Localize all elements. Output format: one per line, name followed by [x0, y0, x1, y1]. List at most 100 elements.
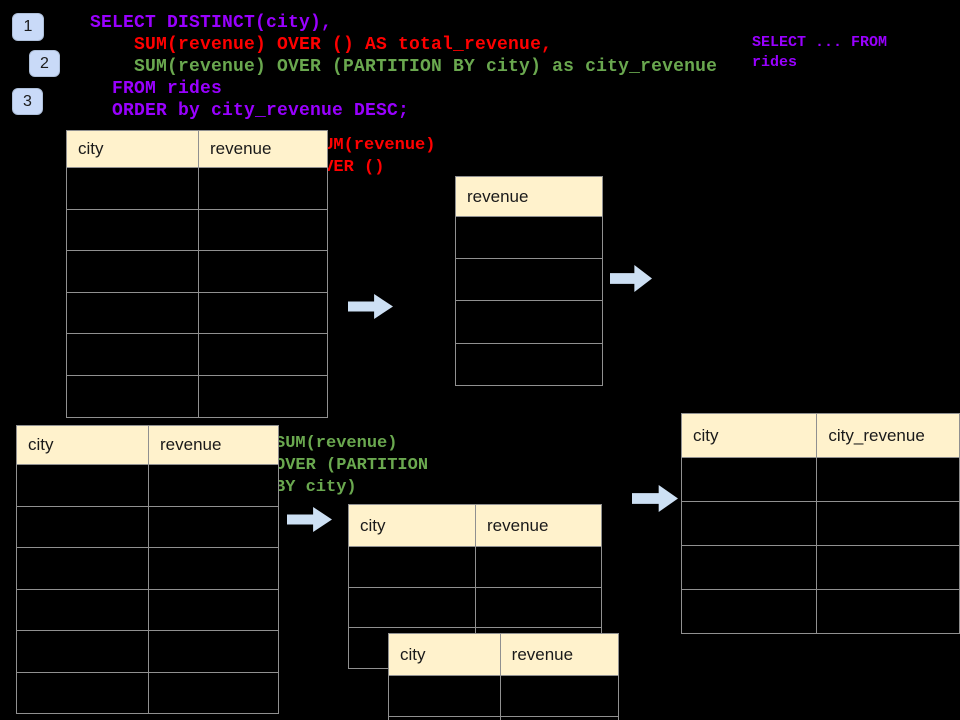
table-cell-empty — [66, 208, 199, 252]
table-cell-empty — [16, 588, 149, 631]
sql-line-from: FROM rides — [112, 79, 223, 99]
table-row — [16, 630, 279, 673]
table-cell-empty — [16, 630, 149, 673]
table-cell-empty — [148, 588, 279, 631]
table-row — [16, 505, 279, 548]
table-cell-empty — [148, 505, 279, 548]
table-cell-empty — [148, 464, 279, 507]
table-row — [348, 546, 602, 588]
table-cell-empty — [16, 464, 149, 507]
column-header-city: city — [66, 130, 199, 168]
table-cell-empty — [388, 716, 501, 720]
table-cell-empty — [455, 258, 603, 302]
table-cell-empty — [16, 505, 149, 548]
table-row — [680, 545, 960, 590]
table-cell-empty — [475, 546, 602, 588]
column-header-city: city — [16, 425, 149, 465]
column-header-city_revenue: city_revenue — [816, 413, 960, 458]
column-header-revenue: revenue — [499, 633, 619, 676]
table-cell-empty — [66, 374, 199, 418]
table-cell-empty — [455, 342, 603, 386]
table-cell-empty — [16, 547, 149, 590]
table-row — [680, 501, 960, 546]
table-cell-empty — [198, 374, 328, 418]
table-row — [16, 547, 279, 590]
table-row — [66, 333, 328, 376]
table-row — [66, 167, 328, 210]
table-cell-empty — [680, 501, 818, 546]
step-badge-2: 2 — [29, 50, 60, 77]
table-cell-empty — [148, 547, 279, 590]
table-row — [455, 258, 603, 302]
table-cell-empty — [66, 291, 199, 335]
table-cell-empty — [816, 501, 960, 546]
table-cell-empty — [816, 589, 960, 634]
table-row — [16, 464, 279, 507]
table-cell-empty — [66, 250, 199, 293]
table-cell-empty — [66, 167, 199, 210]
table-row — [16, 588, 279, 631]
column-header-revenue: revenue — [198, 130, 328, 168]
arrow-right-icon — [287, 507, 332, 532]
table-cell-empty — [499, 675, 619, 717]
column-header-revenue: revenue — [148, 425, 279, 465]
table-row — [388, 716, 619, 720]
table-total-revenue-result: revenue — [455, 176, 603, 386]
table-cell-empty — [66, 333, 199, 376]
table-cell-empty — [198, 333, 328, 376]
table-cell-empty — [680, 589, 818, 634]
table-cell-empty — [198, 208, 328, 252]
table-row — [66, 208, 328, 252]
table-cell-empty — [348, 546, 476, 588]
step-badge-1: 1 — [12, 13, 44, 41]
table-row — [680, 457, 960, 502]
table-cell-empty — [680, 457, 818, 502]
table-row — [455, 300, 603, 344]
table-cell-empty — [16, 671, 149, 714]
sql-line-order-by: ORDER by city_revenue DESC; — [112, 101, 410, 121]
table-row — [680, 589, 960, 634]
table-cell-empty — [388, 675, 501, 717]
sql-line-city-revenue: SUM(revenue) OVER (PARTITION BY city) as… — [134, 57, 718, 77]
table-cell-empty — [455, 300, 603, 344]
table-cell-empty — [198, 250, 328, 293]
table-row — [66, 374, 328, 418]
sql-line-select: SELECT DISTINCT(city), — [90, 13, 333, 33]
table-cell-empty — [816, 457, 960, 502]
table-row — [16, 671, 279, 714]
table-cell-empty — [148, 630, 279, 673]
table-row — [455, 342, 603, 386]
table-cell-empty — [499, 716, 619, 720]
sql-line-total-revenue: SUM(revenue) OVER () AS total_revenue, — [134, 35, 553, 55]
table-cell-empty — [148, 671, 279, 714]
arrow-right-icon — [632, 485, 678, 512]
step-badge-3: 3 — [12, 88, 43, 115]
column-header-city: city — [680, 413, 818, 458]
table-cell-empty — [680, 545, 818, 590]
table-cell-empty — [198, 291, 328, 335]
column-header-city: city — [348, 504, 476, 547]
table-row — [455, 215, 603, 260]
table-row — [348, 586, 602, 629]
column-header-revenue: revenue — [475, 504, 602, 547]
table-row — [66, 291, 328, 335]
table-cell-empty — [198, 167, 328, 210]
total-revenue-annotation: SUM(revenue) OVER () — [313, 136, 436, 177]
table-row — [388, 675, 619, 717]
column-header-revenue: revenue — [455, 176, 603, 217]
arrow-right-icon — [348, 294, 393, 319]
partition-annotation: SUM(revenue) OVER (PARTITION BY city) — [275, 434, 429, 497]
table-cell-empty — [455, 215, 603, 260]
table-cell-empty — [475, 586, 602, 629]
table-cell-empty — [816, 545, 960, 590]
